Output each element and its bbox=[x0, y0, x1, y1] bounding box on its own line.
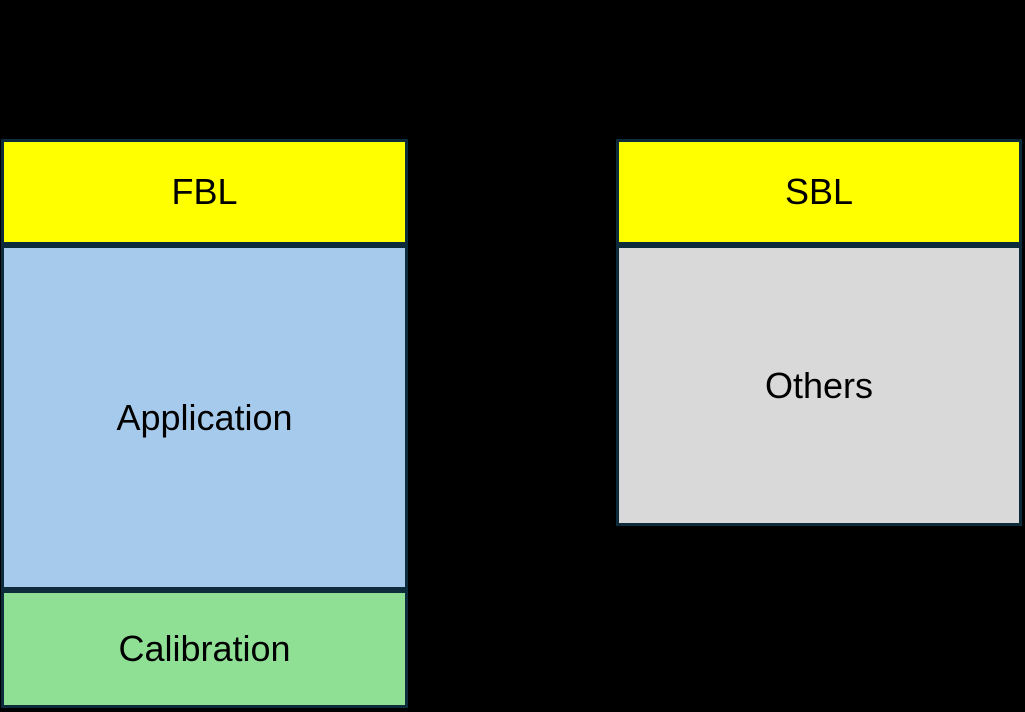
block-sbl: SBL bbox=[616, 139, 1022, 245]
block-fbl-label: FBL bbox=[171, 171, 238, 212]
fbl-stack: FBL Application Calibration bbox=[1, 139, 408, 708]
block-others-label: Others bbox=[764, 364, 874, 406]
block-application-label: Application bbox=[116, 396, 293, 438]
block-others: Others bbox=[616, 245, 1022, 526]
block-calibration-label: Calibration bbox=[118, 628, 291, 669]
block-calibration: Calibration bbox=[1, 590, 408, 708]
block-sbl-label: SBL bbox=[784, 171, 854, 212]
sbl-stack: SBL Others bbox=[616, 139, 1022, 526]
block-application: Application bbox=[1, 245, 408, 590]
block-fbl: FBL bbox=[1, 139, 408, 245]
